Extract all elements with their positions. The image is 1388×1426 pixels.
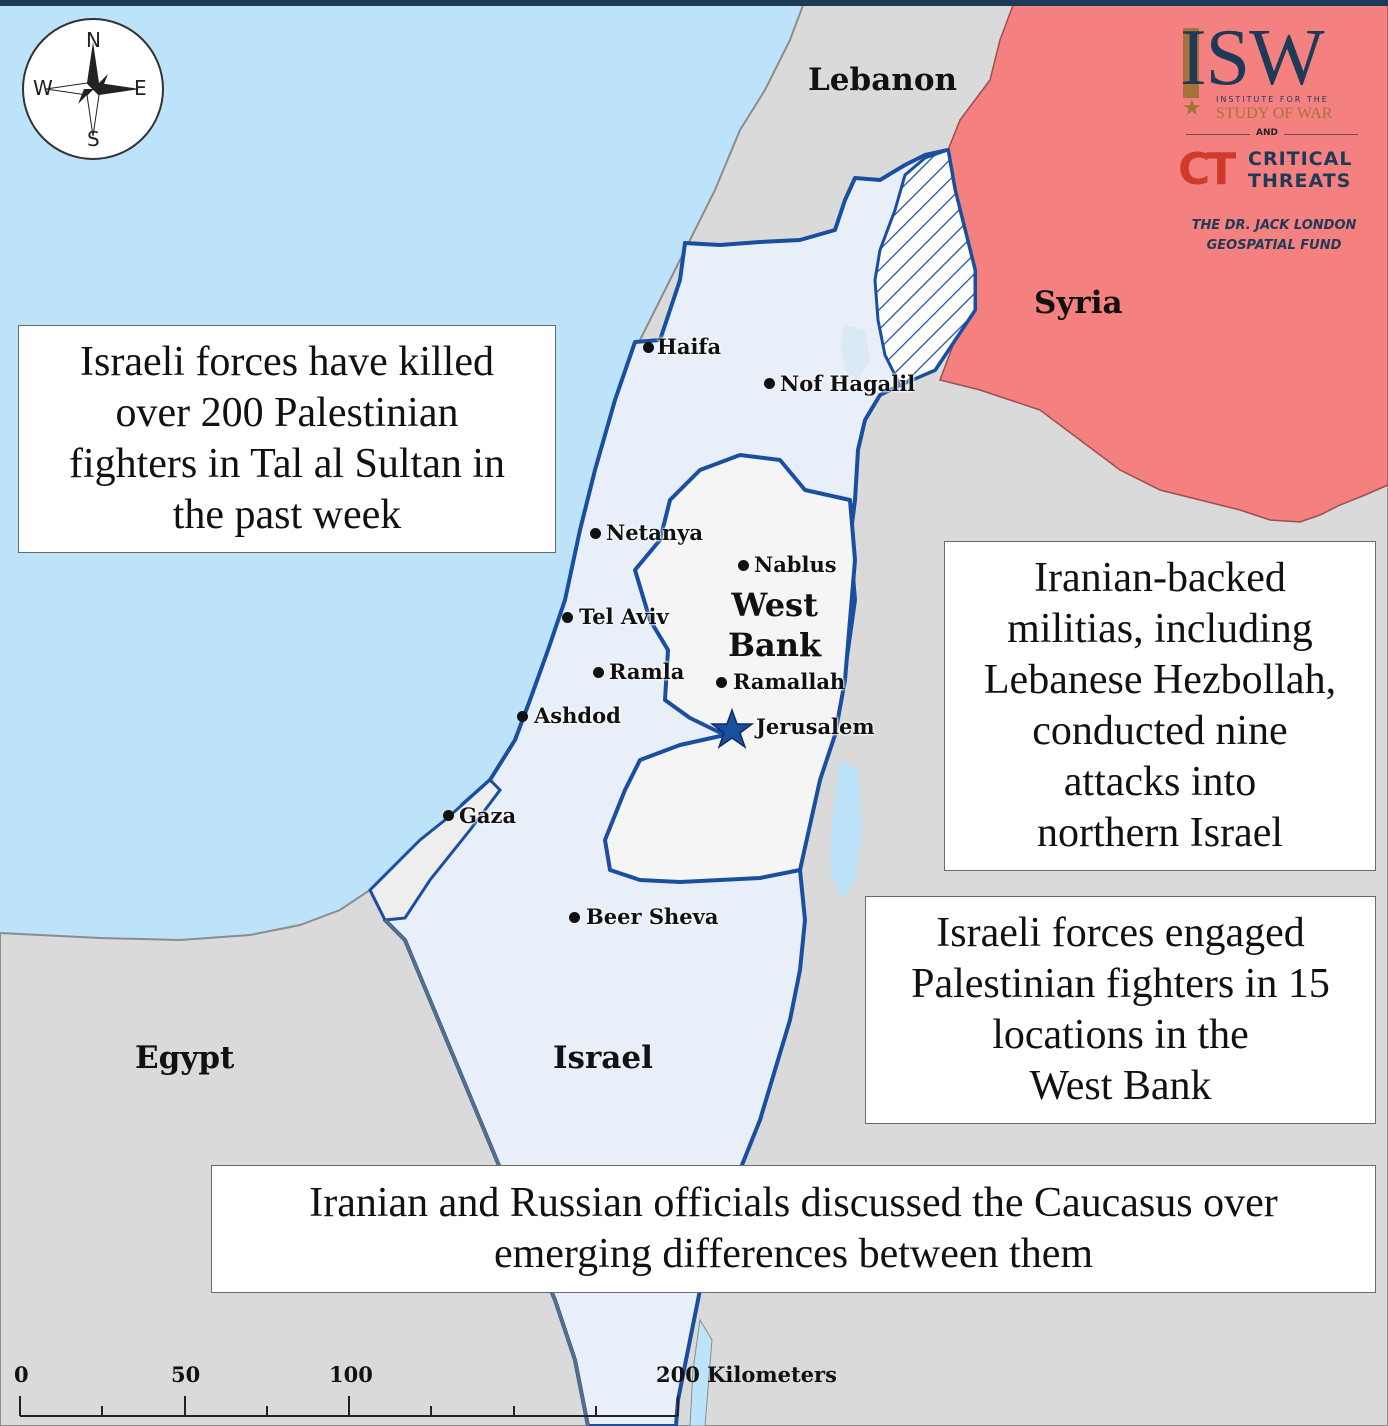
fund-line2: GEOSPATIAL FUND (1206, 238, 1342, 253)
isw-logo-line1: INSTITUTE FOR THE (1216, 95, 1329, 104)
callout-west-bank-line: locations in the (992, 1012, 1249, 1058)
label-west-bank-line2: Bank (728, 626, 822, 664)
jerusalem-star (709, 707, 755, 749)
ct-logo-mark: CT (1178, 144, 1236, 195)
scale-label-200: 200 Kilometers (656, 1362, 837, 1387)
ct-logo-text: CRITICAL THREATS (1248, 148, 1352, 192)
city-nof-hagalil[interactable]: Nof Hagalil (780, 371, 916, 396)
scale-label-0: 0 (14, 1362, 29, 1387)
city-dot-nof-hagalil (764, 378, 775, 389)
callout-tal-al-sultan-line: Israeli forces have killed (80, 339, 494, 385)
isw-logo-line2: STUDY OF WAR (1216, 105, 1333, 122)
callout-tal-al-sultan-line: fighters in Tal al Sultan in (68, 441, 506, 487)
isw-logo-text: ISW (1180, 14, 1325, 102)
fund-line1: THE DR. JACK LONDON (1191, 218, 1357, 233)
city-dot-ashdod (517, 711, 528, 722)
scale-label-100: 100 (329, 1362, 373, 1387)
compass-west: W (33, 76, 53, 100)
syria-region (939, 0, 1388, 523)
scale-bar (19, 1396, 679, 1417)
sea-of-galilee (840, 325, 870, 380)
city-nablus[interactable]: Nablus (754, 552, 837, 577)
label-west-bank-line1: West (731, 586, 818, 624)
label-syria: Syria (1034, 285, 1123, 321)
label-egypt: Egypt (135, 1040, 235, 1076)
scale-label-50: 50 (171, 1362, 201, 1387)
west-bank-region (603, 453, 857, 884)
city-ramla[interactable]: Ramla (609, 659, 685, 684)
city-dot-haifa (643, 342, 654, 353)
fund-credit: THE DR. JACK LONDON GEOSPATIAL FUND (1172, 216, 1376, 256)
city-beer-sheva[interactable]: Beer Sheva (586, 904, 719, 929)
callout-caucasus: Iranian and Russian officials discussed … (211, 1165, 1376, 1293)
callout-west-bank-line: Israeli forces engaged (936, 910, 1305, 956)
city-dot-gaza (443, 810, 454, 821)
isw-logo-bar (1183, 28, 1199, 98)
star-icon: ★ (1182, 96, 1202, 121)
city-dot-ramallah (716, 677, 727, 688)
gaza-strip (368, 777, 502, 922)
callout-tal-al-sultan: Israeli forces have killed over 200 Pale… (18, 325, 556, 553)
city-tel-aviv[interactable]: Tel Aviv (579, 604, 669, 629)
city-netanya[interactable]: Netanya (606, 520, 703, 545)
city-dot-netanya (590, 528, 601, 539)
callout-west-bank-clashes: Israeli forces engaged Palestinian fight… (865, 896, 1376, 1124)
compass-east: E (134, 76, 147, 100)
dead-sea (830, 760, 862, 900)
gulf-of-aqaba (689, 1318, 713, 1426)
city-dot-nablus (738, 560, 749, 571)
ct-logo-line2: THREATS (1248, 170, 1352, 192)
city-ramallah[interactable]: Ramallah (733, 669, 846, 694)
callout-hezbollah-line: attacks into (1063, 759, 1257, 805)
callout-hezbollah-line: militias, including (1007, 606, 1313, 652)
callout-hezbollah-line: Lebanese Hezbollah, (983, 657, 1337, 703)
label-lebanon: Lebanon (808, 62, 958, 98)
city-ashdod[interactable]: Ashdod (534, 703, 621, 728)
city-dot-tel-aviv (562, 612, 573, 623)
compass-north: N (86, 28, 101, 52)
label-israel: Israel (553, 1040, 653, 1076)
label-west-bank: West Bank (728, 585, 821, 665)
golan-heights (873, 148, 977, 387)
compass-south: S (87, 127, 100, 151)
callout-caucasus-line: Iranian and Russian officials discussed … (309, 1180, 1278, 1226)
callout-hezbollah-line: Iranian-backed (1034, 555, 1286, 601)
callout-tal-al-sultan-line: over 200 Palestinian (115, 390, 459, 436)
callout-tal-al-sultan-line: the past week (172, 492, 402, 538)
logo-divider (1186, 134, 1250, 135)
city-dot-beer-sheva (569, 912, 580, 923)
callout-hezbollah-line: northern Israel (1036, 810, 1284, 856)
callout-hezbollah-line: conducted nine (1032, 708, 1288, 754)
logo-divider (1284, 134, 1358, 135)
ct-logo-line1: CRITICAL (1248, 148, 1353, 170)
callout-west-bank-line: Palestinian fighters in 15 (911, 961, 1330, 1007)
city-dot-ramla (593, 667, 604, 678)
callout-hezbollah: Iranian-backed militias, including Leban… (944, 541, 1376, 871)
callout-west-bank-line: West Bank (1029, 1063, 1212, 1109)
city-gaza[interactable]: Gaza (459, 803, 517, 828)
logo-and: AND (1256, 128, 1278, 138)
city-jerusalem[interactable]: Jerusalem (756, 714, 875, 739)
egypt-border (383, 918, 590, 1426)
callout-caucasus-line: emerging differences between them (493, 1231, 1094, 1277)
city-haifa[interactable]: Haifa (657, 334, 722, 359)
